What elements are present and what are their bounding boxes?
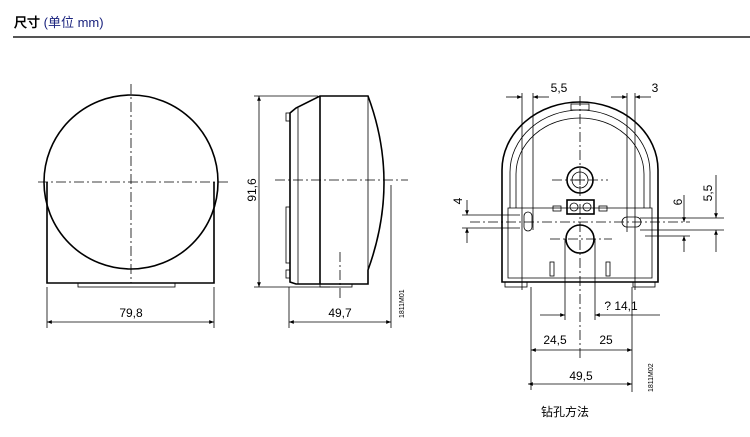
dim-right-offset: 25 — [599, 333, 613, 347]
page-title: 尺寸 (单位 mm) — [14, 12, 104, 31]
mounting-view: 5,5 3 4 6 5,5 ? 14,1 24,5 25 — [451, 81, 724, 419]
dim-top-left: 5,5 — [551, 81, 568, 95]
dim-hole-diameter: ? 14,1 — [604, 299, 638, 313]
title-bold: 尺寸 — [14, 15, 41, 30]
side-depth-dimension: 49,7 — [328, 306, 352, 320]
side-drawing-id: 1811M01 — [399, 289, 406, 318]
dim-right-vertical-1: 6 — [671, 198, 685, 205]
title-divider — [13, 36, 750, 38]
front-width-dimension: 79,8 — [119, 306, 143, 320]
dim-top-right: 3 — [652, 81, 659, 95]
dim-left-offset: 24,5 — [543, 333, 567, 347]
side-height-dimension: 91,6 — [245, 178, 259, 202]
mounting-drawing-id: 1811M02 — [648, 363, 655, 392]
dim-total: 49,5 — [569, 369, 593, 383]
dim-left-vertical: 4 — [451, 197, 465, 204]
mounting-caption: 钻孔方法 — [541, 404, 589, 419]
title-unit: (单位 mm) — [43, 15, 104, 30]
side-view: 91,6 49,7 1811M01 — [245, 95, 408, 328]
dim-right-vertical-2: 5,5 — [701, 184, 715, 201]
front-view: 79,8 — [38, 84, 228, 328]
